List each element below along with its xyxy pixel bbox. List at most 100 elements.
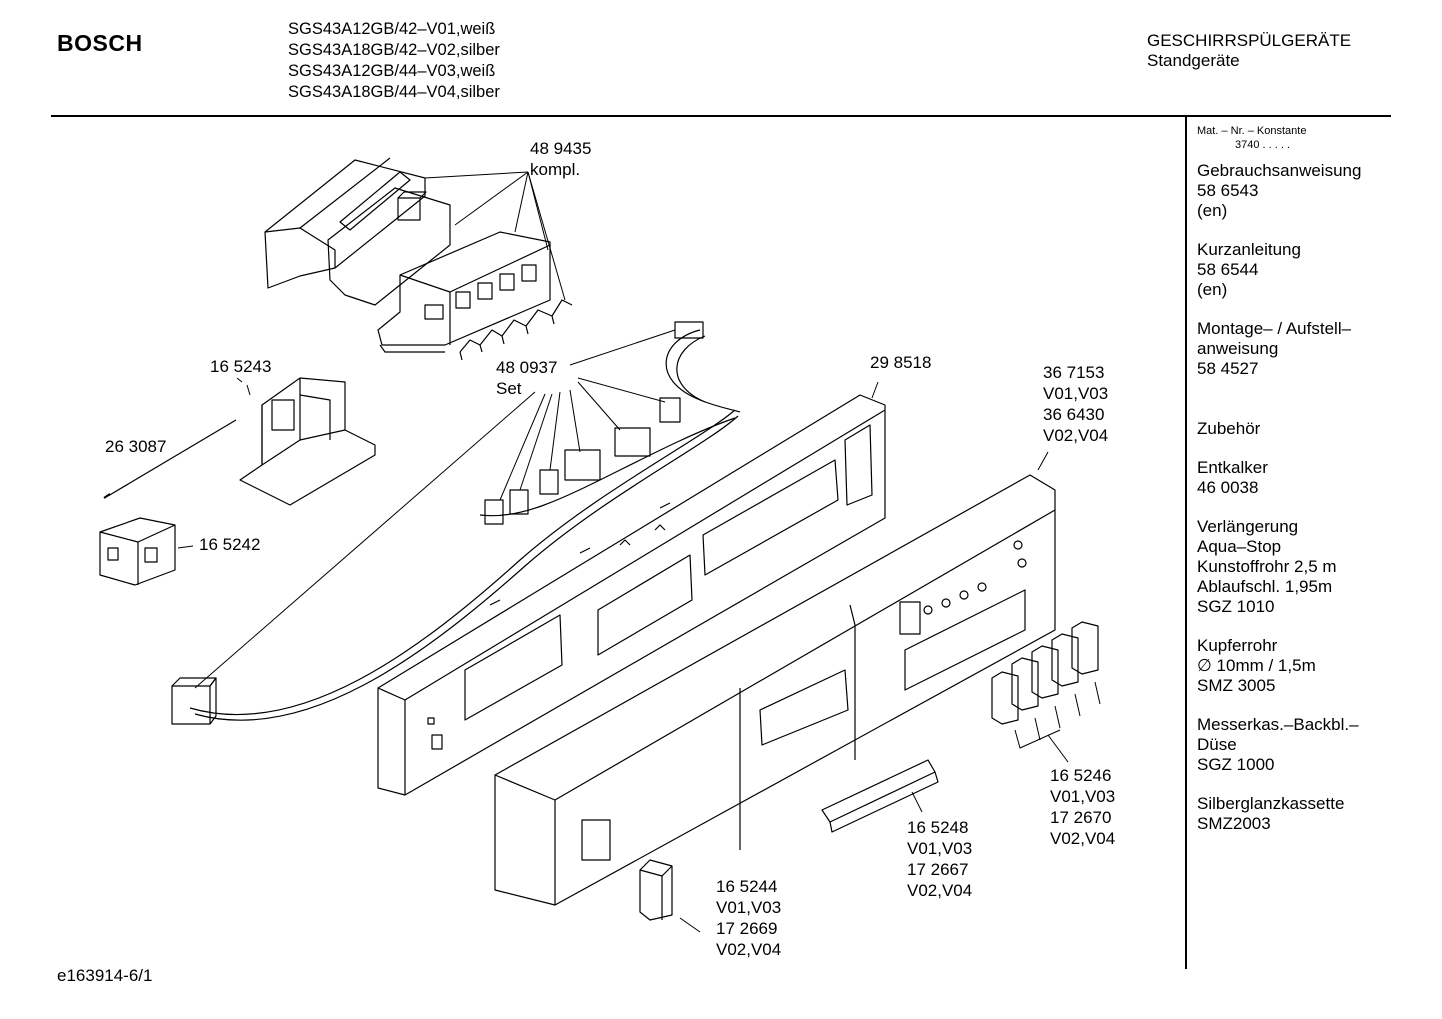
section-line: SGZ 1010 xyxy=(1197,597,1275,616)
section-line: Silberglanzkassette xyxy=(1197,794,1345,813)
label-165244: 16 5244 V01,V03 17 2669 V02,V04 xyxy=(716,876,781,960)
sidebar-section-extension: Verlängerung Aqua–Stop Kunstoffrohr 2,5 … xyxy=(1197,517,1387,617)
section-line: ∅ 10mm / 1,5m xyxy=(1197,656,1316,675)
section-line: (en) xyxy=(1197,280,1228,299)
wiring-harness xyxy=(171,321,741,725)
sidebar-section-silver-cassette: Silberglanzkassette SMZ2003 xyxy=(1197,794,1387,834)
part-number: 17 2669 xyxy=(716,919,778,938)
brand-logo: BOSCH xyxy=(57,30,143,56)
sidebar-section-copper-pipe: Kupferrohr ∅ 10mm / 1,5m SMZ 3005 xyxy=(1197,636,1387,696)
part-number: 29 8518 xyxy=(870,353,932,372)
part-number: 16 5244 xyxy=(716,877,778,896)
part-variant: V02,V04 xyxy=(716,940,782,959)
sidebar-section-nozzle: Messerkas.–Backbl.– Düse SGZ 1000 xyxy=(1197,715,1387,775)
section-line: Aqua–Stop xyxy=(1197,537,1282,556)
section-line: 46 0038 xyxy=(1197,478,1259,497)
part-note: kompl. xyxy=(530,160,581,179)
part-variant: V02,V04 xyxy=(1043,426,1109,445)
leader-298518 xyxy=(871,381,879,399)
section-line: Düse xyxy=(1197,735,1237,754)
section-line: (en) xyxy=(1197,201,1228,220)
section-line: anweisung xyxy=(1197,339,1279,358)
sidebar-section-accessories: Zubehör xyxy=(1197,419,1387,439)
section-line: SGZ 1000 xyxy=(1197,755,1275,774)
mat-number-value: 3740 . . . . . xyxy=(1235,139,1291,151)
rod-263087 xyxy=(107,419,237,497)
category-title: GESCHIRRSPÜLGERÄTE xyxy=(1147,31,1352,50)
model-line: SGS43A12GB/42–V01,weiß xyxy=(288,20,496,38)
part-variant: V02,V04 xyxy=(907,881,973,900)
part-number: 36 6430 xyxy=(1043,405,1105,424)
part-variant: V01,V03 xyxy=(1050,787,1116,806)
sidebar: Mat. – Nr. – Konstante 3740 . . . . . Ge… xyxy=(1197,124,1387,834)
leader-480937 xyxy=(194,329,676,689)
section-line: Ablaufschl. 1,95m xyxy=(1197,577,1333,596)
part-variant: V02,V04 xyxy=(1050,829,1116,848)
rod-end xyxy=(103,493,111,499)
label-165243: 16 5243 xyxy=(210,356,271,377)
leader-367153 xyxy=(1037,451,1049,471)
drawing-code: e163914-6/1 xyxy=(57,966,153,985)
part-number: 16 5243 xyxy=(210,357,272,376)
part-note: Set xyxy=(496,379,522,398)
leader-165246 xyxy=(1014,681,1101,763)
section-line: Kunstoffrohr 2,5 m xyxy=(1197,557,1337,576)
part-variant: V01,V03 xyxy=(907,839,973,858)
sidebar-section-installation: Montage– / Aufstell– anweisung 58 4527 xyxy=(1197,319,1387,379)
label-489435: 48 9435 kompl. xyxy=(530,138,591,180)
part-number: 17 2670 xyxy=(1050,808,1112,827)
section-line: Messerkas.–Backbl.– xyxy=(1197,715,1359,734)
part-number: 16 5242 xyxy=(199,535,261,554)
section-line: Gebrauchsanweisung xyxy=(1197,161,1362,180)
part-number: 17 2667 xyxy=(907,860,969,879)
mat-number-title: Mat. – Nr. – Konstante xyxy=(1197,125,1307,137)
front-panel xyxy=(494,474,1056,906)
button-set-165246 xyxy=(991,621,1099,725)
leader-165244 xyxy=(679,917,701,933)
label-480937: 48 0937 Set xyxy=(496,357,557,399)
model-line: SGS43A12GB/44–V03,weiß xyxy=(288,62,496,80)
part-variant: V01,V03 xyxy=(1043,384,1109,403)
label-165248: 16 5248 V01,V03 17 2667 V02,V04 xyxy=(907,817,972,901)
section-line: Entkalker xyxy=(1197,458,1268,477)
label-298518: 29 8518 xyxy=(870,352,931,373)
leader-489435 xyxy=(424,171,566,301)
section-line: 58 6543 xyxy=(1197,181,1259,200)
section-line: 58 4527 xyxy=(1197,359,1259,378)
control-module-assembly xyxy=(264,157,573,361)
sidebar-section-quickguide: Kurzanleitung 58 6544 (en) xyxy=(1197,240,1387,300)
label-165246: 16 5246 V01,V03 17 2670 V02,V04 xyxy=(1050,765,1115,849)
inner-panel-frame xyxy=(377,394,886,796)
model-line: SGS43A18GB/42–V02,silber xyxy=(288,41,500,59)
part-number: 48 9435 xyxy=(530,139,592,158)
section-line: Zubehör xyxy=(1197,419,1261,438)
label-367153: 36 7153 V01,V03 36 6430 V02,V04 xyxy=(1043,362,1108,446)
category-heading: GESCHIRRSPÜLGERÄTE Standgeräte xyxy=(1147,31,1351,71)
connector-sockets xyxy=(424,264,537,320)
part-number: 26 3087 xyxy=(105,437,167,456)
label-263087: 26 3087 xyxy=(105,436,166,457)
section-line: Verlängerung xyxy=(1197,517,1299,536)
model-list: SGS43A12GB/42–V01,weiß SGS43A18GB/42–V02… xyxy=(288,19,500,103)
strip-165248 xyxy=(821,759,939,833)
category-subtitle: Standgeräte xyxy=(1147,51,1240,70)
section-line: Kurzanleitung xyxy=(1197,240,1301,259)
label-165242: 16 5242 xyxy=(199,534,260,555)
part-variant: V01,V03 xyxy=(716,898,782,917)
relay-bracket-165243 xyxy=(236,377,376,506)
part-number: 16 5248 xyxy=(907,818,969,837)
header-divider xyxy=(51,115,1391,117)
model-line: SGS43A18GB/44–V04,silber xyxy=(288,83,500,101)
part-number: 36 7153 xyxy=(1043,363,1105,382)
section-line: Montage– / Aufstell– xyxy=(1197,319,1352,338)
section-line: 58 6544 xyxy=(1197,260,1259,279)
sidebar-section-manual: Gebrauchsanweisung 58 6543 (en) xyxy=(1197,161,1387,221)
knob-165244 xyxy=(639,859,673,921)
switch-165242 xyxy=(99,517,176,586)
part-number: 48 0937 xyxy=(496,358,558,377)
section-line: SMZ 3005 xyxy=(1197,676,1276,695)
sidebar-divider xyxy=(1185,117,1187,969)
section-line: SMZ2003 xyxy=(1197,814,1271,833)
section-line: Kupferrohr xyxy=(1197,636,1278,655)
